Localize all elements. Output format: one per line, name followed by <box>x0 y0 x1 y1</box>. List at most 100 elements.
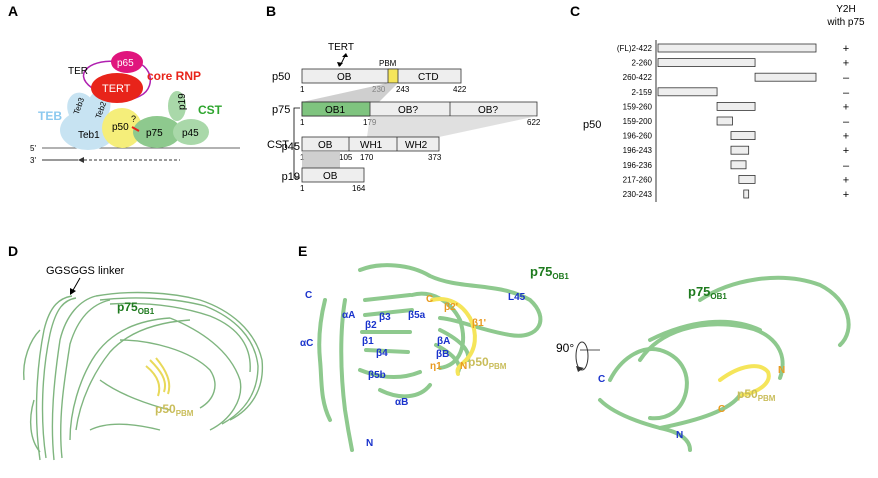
p45-num-373: 373 <box>428 153 442 162</box>
linker-label: GGSGGS linker <box>46 265 125 277</box>
p45-num-170: 170 <box>360 153 374 162</box>
linker-arrow <box>71 277 81 293</box>
right-pbm-strand <box>718 364 771 397</box>
strand-b5a <box>410 291 466 370</box>
ensemble-strand-6 <box>75 319 191 431</box>
tert-shape <box>91 73 143 103</box>
e-loop-l45: L45 <box>508 292 526 303</box>
p50-num-422: 422 <box>453 85 467 94</box>
e-beta-2prime: β2' <box>444 302 458 313</box>
construct-label: 230-243 <box>623 190 653 199</box>
p19-label: p19 <box>177 93 188 110</box>
p50-name: p50 <box>272 71 290 83</box>
y2h-result: + <box>843 58 849 70</box>
construct-label: 196-260 <box>623 132 653 141</box>
construct-label: 196-243 <box>623 146 653 155</box>
e-c-terminus: C <box>305 290 312 301</box>
ensemble-pbm <box>145 357 171 397</box>
strand-arrowhead <box>78 157 84 163</box>
e-beta-5b: β5b <box>368 370 386 381</box>
e-beta-b: βB <box>436 349 449 360</box>
p75-num-1: 1 <box>300 118 305 127</box>
pbm-projection <box>302 83 398 102</box>
rotation-label: 90° <box>556 341 574 355</box>
e-p75-label: p75OB1 <box>530 264 569 281</box>
ensemble-inner-loop-2 <box>99 379 171 411</box>
ensemble-pbm-strand-2 <box>155 357 171 395</box>
p50-num-243: 243 <box>396 85 410 94</box>
e-alpha-a: αA <box>342 310 355 321</box>
p45-wh2-label: WH2 <box>405 140 428 151</box>
construct-bar <box>716 116 733 126</box>
ensemble-structure <box>23 291 264 461</box>
y2h-result: – <box>843 72 850 84</box>
y2h-header-line2: with p75 <box>826 17 865 28</box>
tert-label: TERT <box>102 83 131 95</box>
ensemble-outer-loop-2 <box>99 297 259 425</box>
p65-label: p65 <box>117 58 134 69</box>
ensemble-inner-loop-1 <box>119 339 216 409</box>
ensemble-pbm-strand-1 <box>149 359 166 393</box>
right-loop-top <box>698 275 851 347</box>
p45-name: p45 <box>282 141 300 153</box>
cartoon-left-pbm <box>430 297 477 376</box>
e-right-pbm-n: N <box>778 365 785 376</box>
d-p75-label: p75OB1 <box>117 300 155 316</box>
p75-ob1-label: OB1 <box>325 105 345 116</box>
e-beta-1prime: β1' <box>472 318 486 329</box>
e-p50-sub: PBM <box>489 362 507 371</box>
ensemble-strand-1 <box>35 295 73 461</box>
e-beta-4: β4 <box>376 348 388 359</box>
panel-d: D GGSGGS linker p75OB1 p50PBM <box>8 243 264 461</box>
p45-p19-projection <box>302 151 340 168</box>
y2h-result: – <box>843 87 850 99</box>
e-right-p50-label: p50PBM <box>737 387 776 403</box>
strand-b4 <box>364 348 410 354</box>
panel-e: E p75OB1 p50PBM C αA β2 β3 β1 β4 <box>298 243 851 452</box>
e-right-p75-label: p75OB1 <box>688 284 727 301</box>
p45-shape <box>173 119 209 145</box>
strand-b5b <box>358 368 422 379</box>
loop-l45 <box>358 263 543 338</box>
e-pbm-n-terminus: N <box>460 361 467 372</box>
construct-bar <box>743 189 750 199</box>
cst-label: CST <box>198 103 223 117</box>
y2h-result: + <box>843 189 849 201</box>
d-p75-sub: OB1 <box>138 307 155 316</box>
panel-a-letter: A <box>8 3 18 19</box>
construct-bar <box>657 58 756 67</box>
rotation-arrowhead <box>576 366 584 372</box>
construct-label: (FL)2-422 <box>617 44 653 53</box>
d-p50-sub: PBM <box>176 409 194 418</box>
construct-label: 2-260 <box>632 59 653 68</box>
question-mark: ? <box>131 114 136 124</box>
linker-arrowhead <box>70 288 76 295</box>
ensemble-strand-3 <box>51 295 97 461</box>
e-beta-1: β1 <box>362 336 374 347</box>
p50-ob-label: OB <box>337 72 352 83</box>
construct-bar <box>730 160 747 170</box>
p75-shape <box>133 116 181 148</box>
e-p50-label: p50PBM <box>468 355 507 371</box>
three-prime-label: 3' <box>30 156 36 165</box>
strand-b3 <box>363 308 414 317</box>
right-sheet-2 <box>648 319 762 342</box>
construct-label: 196-236 <box>623 161 653 170</box>
p19-name: p19 <box>282 171 300 183</box>
ensemble-outer-loop-4 <box>169 317 242 431</box>
construct-bar <box>716 102 756 111</box>
core-rnp-label: core RNP <box>147 69 201 83</box>
e-eta-1: η1 <box>430 361 442 372</box>
right-helix-1 <box>608 347 689 421</box>
right-sheet-1 <box>638 322 785 380</box>
construct-bar <box>730 145 750 155</box>
panel-c-letter: C <box>570 3 580 19</box>
e-right-p75-main: p75 <box>688 284 710 299</box>
cartoon-right-pbm <box>718 364 771 397</box>
construct-label: 2-159 <box>632 88 653 97</box>
p50-shape <box>102 108 142 148</box>
e-beta-a: βA <box>437 336 450 347</box>
construct-bar <box>754 72 817 82</box>
p65-shape <box>111 51 143 73</box>
